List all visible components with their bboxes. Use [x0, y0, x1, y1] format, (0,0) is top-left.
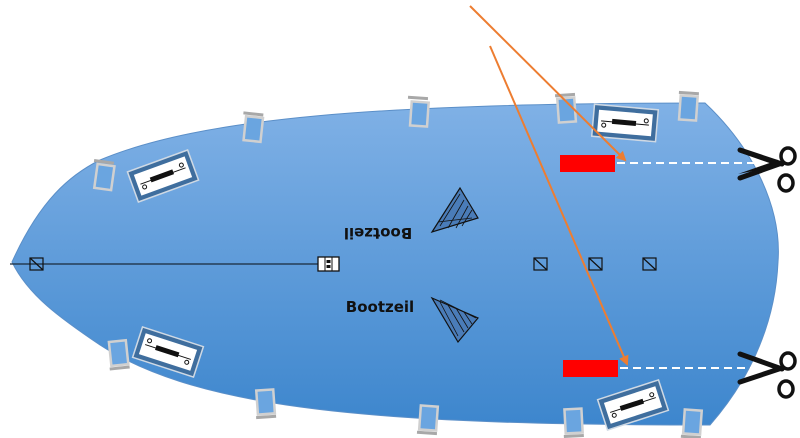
fitting-icon	[29, 257, 44, 271]
window-icon	[107, 338, 130, 371]
slide-icon	[126, 149, 200, 203]
boat-label-bottom: Bootzeil	[346, 298, 414, 316]
cut-marker-bottom	[563, 360, 618, 377]
fitting-icon	[642, 257, 657, 271]
cut-marker-top	[560, 155, 615, 172]
fitting-icon	[588, 257, 603, 271]
window-icon	[407, 95, 431, 128]
window-icon	[242, 111, 265, 144]
window-icon	[92, 158, 116, 192]
window-icon	[677, 90, 700, 122]
arrow-icon	[489, 45, 629, 366]
boat-label-top: Bootzeil	[344, 224, 412, 242]
arrow-icon	[469, 5, 627, 162]
scissors-icon	[737, 146, 797, 193]
boat-hull	[11, 102, 779, 426]
window-icon	[680, 408, 704, 438]
slide-icon	[590, 103, 660, 143]
sail-icon	[430, 296, 479, 344]
window-icon	[416, 404, 440, 436]
window-icon	[254, 388, 277, 420]
slide-icon	[596, 378, 670, 432]
slide-icon	[131, 325, 205, 379]
center-block-icon	[317, 256, 340, 272]
fitting-icon	[533, 257, 548, 271]
scissors-icon	[737, 351, 797, 399]
sail-icon	[430, 186, 479, 234]
window-icon	[563, 407, 584, 438]
